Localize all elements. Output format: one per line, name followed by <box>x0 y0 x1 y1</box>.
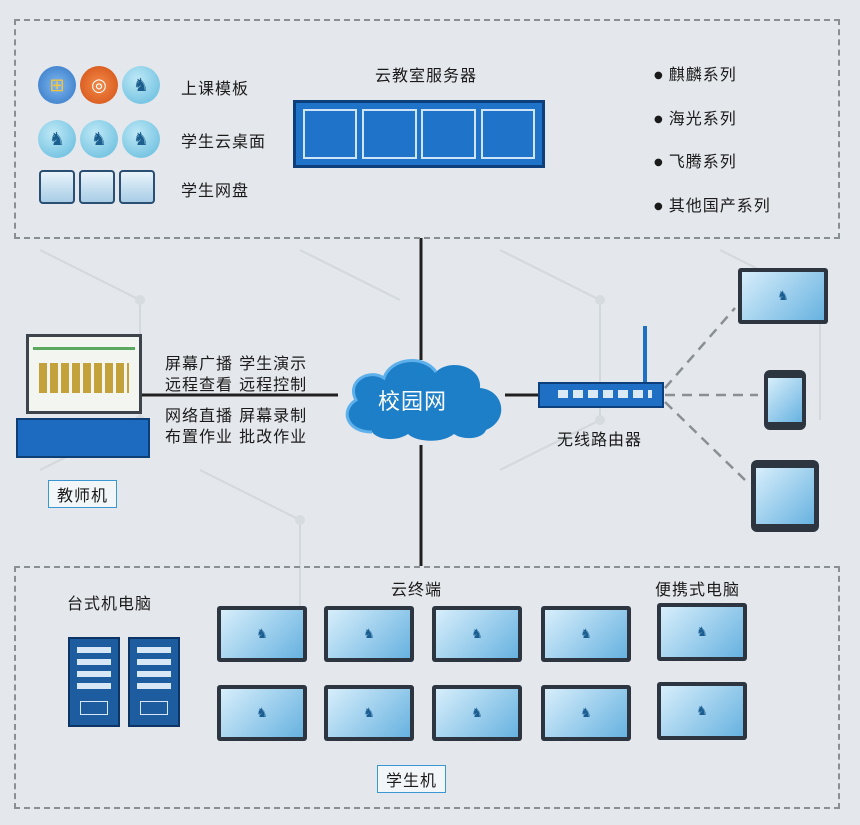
windows-icon: ⊞ <box>38 66 76 104</box>
os-series-item: 麒麟系列 <box>654 61 737 85</box>
teacher-caption: 教师机 <box>48 480 118 508</box>
cloud-drive-icon <box>79 170 115 204</box>
server-title: 云教室服务器 <box>375 66 478 85</box>
kylin-icon: ♞ <box>80 120 118 158</box>
teacher-function: 布置作业 批改作业 <box>165 427 308 446</box>
laptop-label: 便携式电脑 <box>655 580 741 599</box>
laptop-screen-icon: ♞ <box>657 682 747 740</box>
kylin-icon: ♞ <box>122 120 160 158</box>
wireless-monitor-icon: ♞ <box>738 268 828 324</box>
template-label: 上课模板 <box>181 79 250 98</box>
cloud-terminal-monitor-icon: ♞ <box>217 606 307 662</box>
kylin-icon: ♞ <box>38 120 76 158</box>
cloud-terminal-label: 云终端 <box>391 580 443 599</box>
teacher-function: 屏幕广播 学生演示 <box>165 354 308 373</box>
os-series-item: 其他国产系列 <box>654 192 771 216</box>
server-rack-icon <box>293 100 545 168</box>
router-antenna <box>643 326 647 384</box>
student-caption: 学生机 <box>377 765 447 793</box>
campus-network-label: 校园网 <box>378 390 448 415</box>
os-series-item: 飞腾系列 <box>654 148 737 172</box>
teacher-monitor-icon <box>26 334 142 414</box>
teacher-keyboard-icon <box>16 418 150 458</box>
ubuntu-icon: ◎ <box>80 66 118 104</box>
student-group <box>14 566 840 809</box>
desktop-tower-icon <box>128 637 180 727</box>
wireless-router-icon <box>538 382 664 408</box>
cloud-terminal-monitor-icon: ♞ <box>432 685 522 741</box>
cloud-desktop-label: 学生云桌面 <box>181 132 267 151</box>
teacher-function: 远程查看 远程控制 <box>165 375 308 394</box>
cloud-terminal-monitor-icon: ♞ <box>541 606 631 662</box>
cloud-terminal-monitor-icon: ♞ <box>324 685 414 741</box>
net-disk-label: 学生网盘 <box>181 181 250 200</box>
cloud-drive-icon <box>39 170 75 204</box>
kylin-icon: ♞ <box>122 66 160 104</box>
cloud-drive-icon <box>119 170 155 204</box>
desktop-tower-icon <box>68 637 120 727</box>
cloud-terminal-monitor-icon: ♞ <box>217 685 307 741</box>
desktop-pc-label: 台式机电脑 <box>67 594 153 613</box>
drive-icons <box>39 170 155 204</box>
os-series-item: 海光系列 <box>654 105 737 129</box>
cloud-terminal-monitor-icon: ♞ <box>432 606 522 662</box>
router-label: 无线路由器 <box>557 430 643 449</box>
laptop-screen-icon: ♞ <box>657 603 747 661</box>
cloud-terminal-monitor-icon: ♞ <box>541 685 631 741</box>
tablet-icon <box>751 460 819 532</box>
campus-network-cloud-icon <box>345 359 502 441</box>
smartphone-icon <box>764 370 806 430</box>
server-group <box>14 19 840 239</box>
template-icons: ⊞ ◎ ♞ <box>38 66 160 104</box>
teacher-function: 网络直播 屏幕录制 <box>165 406 308 425</box>
desktop-icons: ♞ ♞ ♞ <box>38 120 160 158</box>
cloud-terminal-monitor-icon: ♞ <box>324 606 414 662</box>
